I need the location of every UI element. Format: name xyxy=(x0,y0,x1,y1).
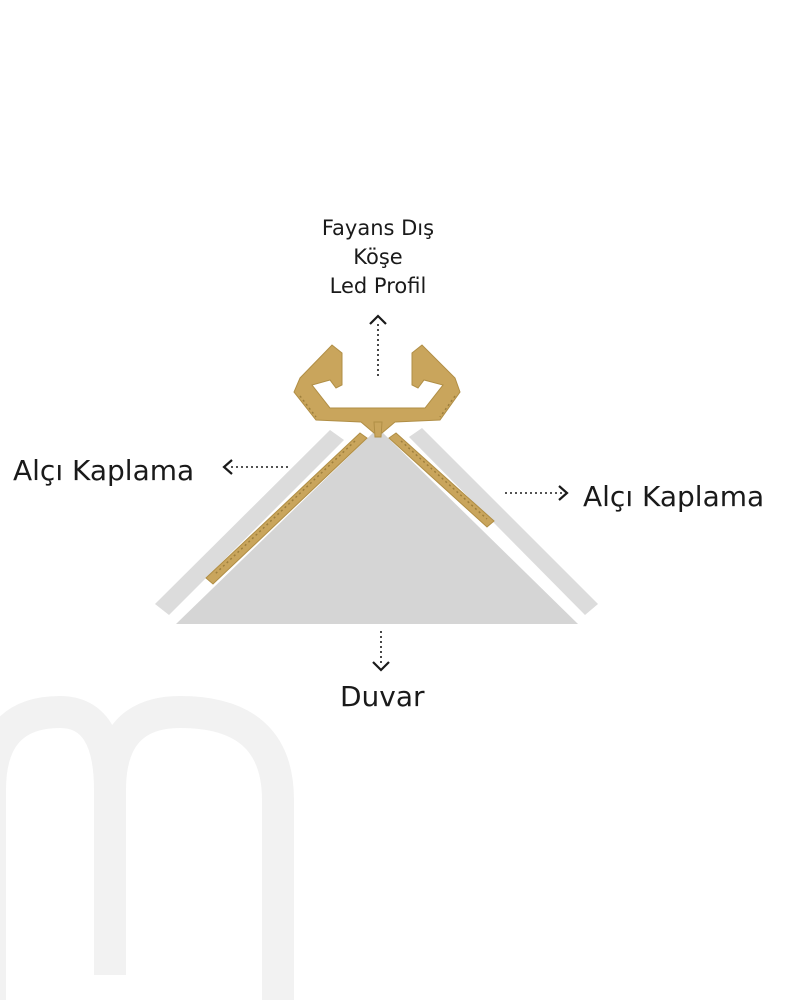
profile-title-line2: Köşe xyxy=(353,245,403,269)
right-plaster-label: Alçı Kaplama xyxy=(583,480,765,513)
wall-label: Duvar xyxy=(340,680,425,713)
body-serrations xyxy=(299,395,456,418)
wall-shape xyxy=(176,428,578,624)
profile-title-line1: Fayans Dış xyxy=(321,216,435,240)
led-profile xyxy=(205,344,495,585)
dotted-arrow-up xyxy=(369,314,387,376)
profile-title-line3: Led Profil xyxy=(329,274,427,298)
watermark-m xyxy=(0,695,294,1000)
dotted-arrow-down xyxy=(372,631,390,672)
leg-serrations xyxy=(213,440,488,576)
profile-title: Fayans Dış Köşe Led Profil xyxy=(278,214,478,301)
dotted-arrow-right xyxy=(505,485,569,501)
left-plaster-label: Alçı Kaplama xyxy=(13,454,195,487)
left-plaster-strip xyxy=(155,430,344,615)
dotted-arrow-left xyxy=(222,459,288,475)
right-plaster-strip xyxy=(409,428,598,615)
